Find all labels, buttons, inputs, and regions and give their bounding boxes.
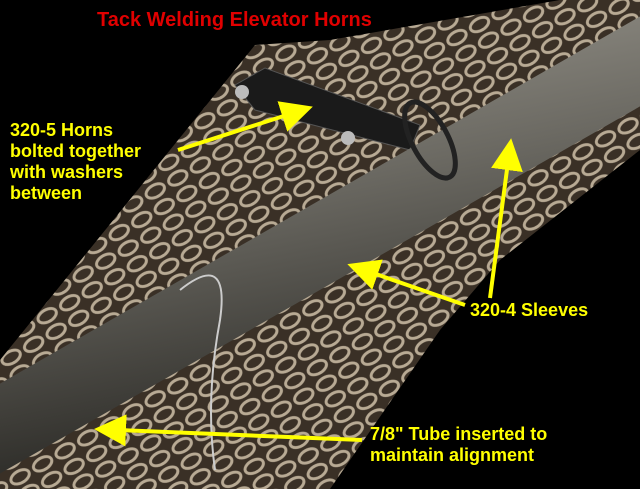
wire xyxy=(179,274,223,471)
page-title: Tack Welding Elevator Horns xyxy=(97,9,372,31)
label-sleeves: 320-4 Sleeves xyxy=(470,300,589,320)
arrow-sleeve-upper xyxy=(488,138,523,299)
arrow-horns xyxy=(177,101,313,152)
horn-plate xyxy=(234,67,421,151)
label-tube: 7/8" Tube inserted to maintain alignment xyxy=(370,424,548,465)
tube xyxy=(0,16,640,474)
label-horns: 320-5 Horns bolted together with washers… xyxy=(10,120,141,203)
sleeve-ring xyxy=(402,99,458,181)
annotation-arrows xyxy=(94,101,523,447)
arrow-sleeve-lower xyxy=(347,259,466,307)
arrow-tube xyxy=(94,414,363,447)
